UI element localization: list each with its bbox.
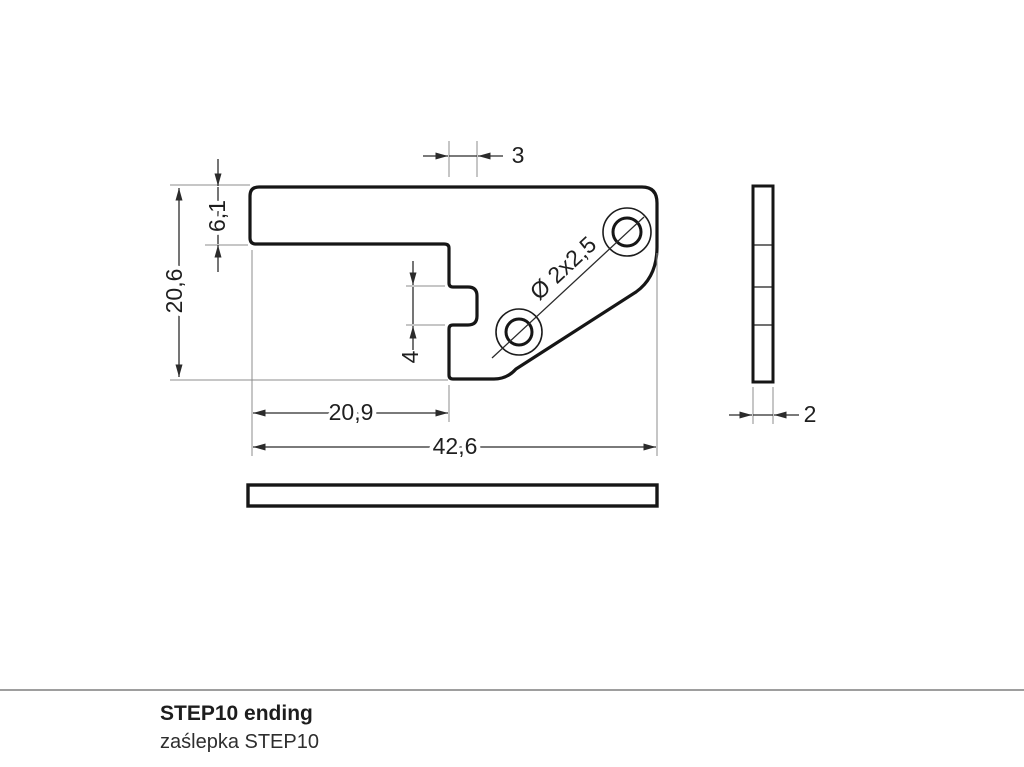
dimension-label-total-width: 42,6 [433,433,478,459]
extension-lines-layer [170,141,774,456]
dimension-label-notch-width: 3 [512,142,525,168]
dimension-label-top-thickness: 6,1 [204,200,230,232]
hole-boss-circle-1 [495,308,543,356]
hole-boss-circle-2 [602,207,652,257]
dimension-label-left-width: 20,9 [329,399,374,425]
footer-divider [0,689,1024,691]
holes-leader-line [491,216,645,359]
product-title: STEP10 ending [160,702,313,725]
dimension-label-total-height: 20,6 [161,269,187,314]
front-view-outline [248,185,659,381]
dimension-lines-layer [175,152,799,451]
product-subtitle: zaślepka STEP10 [160,731,319,753]
dimension-label-thickness: 2 [804,401,817,427]
geometry-layer [246,184,775,508]
side-view-outline [751,184,775,384]
bottom-view-outline [246,483,659,508]
dimension-label-notch-height: 4 [397,350,423,363]
title-block: STEP10 ending zaślepka STEP10 [160,700,319,756]
